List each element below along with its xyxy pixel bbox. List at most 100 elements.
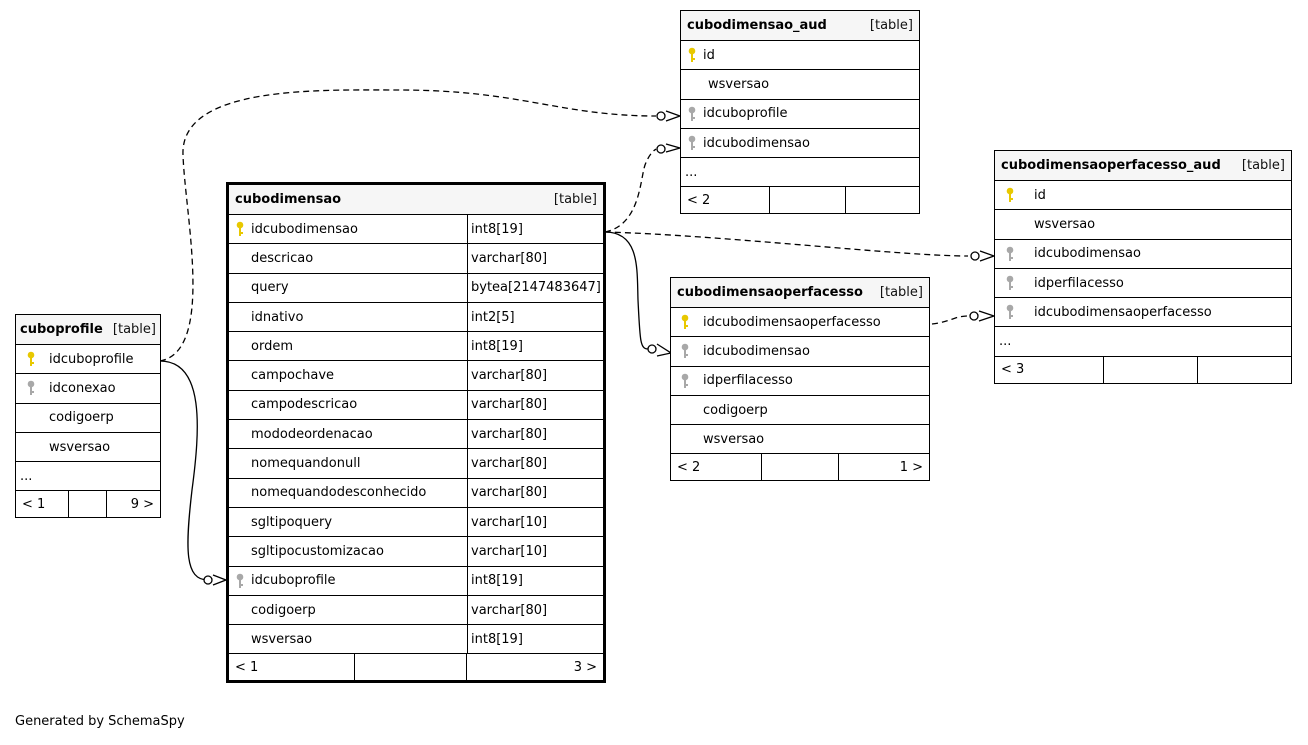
column-row: idcuboprofile xyxy=(16,345,160,375)
foreign-key-icon xyxy=(995,275,1025,291)
table-footer: < 2 xyxy=(681,187,919,214)
column-name: idnativo xyxy=(251,309,304,325)
row-count xyxy=(762,454,839,481)
column-row: idcubodimensao xyxy=(995,240,1291,269)
column-row: wsversao xyxy=(16,433,160,463)
column-type: varchar[80] xyxy=(467,420,603,449)
table-tag: [table] xyxy=(879,285,923,300)
column-row: idcuboprofile xyxy=(681,100,919,129)
column-name: idcubodimensaoperfacesso xyxy=(703,314,881,330)
column-row: query bytea[2147483647] xyxy=(229,273,603,303)
child-count: 9 > xyxy=(130,496,154,512)
table-footer: < 1 9 > xyxy=(16,491,160,518)
row-count xyxy=(69,491,107,518)
column-name: ordem xyxy=(251,338,293,354)
column-row: ... xyxy=(681,158,919,188)
primary-key-icon xyxy=(995,187,1025,203)
column-type: bytea[2147483647] xyxy=(467,273,603,302)
column-name: idcubodimensao xyxy=(703,343,810,359)
column-name: query xyxy=(251,280,289,296)
table-header: cubodimensao [table] xyxy=(229,185,603,215)
table-name: cubodimensaoperfacesso xyxy=(677,285,863,300)
column-row: idperfilacesso xyxy=(671,367,929,396)
column-name: mododeordenacao xyxy=(251,426,373,442)
column-row: mododeordenacao varchar[80] xyxy=(229,420,603,450)
column-name: wsversao xyxy=(1034,216,1096,232)
column-name: idcubodimensao xyxy=(251,221,358,237)
column-name: campochave xyxy=(251,368,335,384)
table-tag: [table] xyxy=(1241,158,1285,173)
column-name: codigoerp xyxy=(703,402,768,418)
column-row: ... xyxy=(995,327,1291,357)
foreign-key-icon xyxy=(671,373,699,389)
column-name: nomequandonull xyxy=(251,456,361,472)
column-row: wsversao xyxy=(671,425,929,455)
table-cuboprofile[interactable]: cuboprofile [table] idcuboprofile idcone… xyxy=(15,314,161,519)
parent-count: < 1 xyxy=(229,654,355,681)
column-row: wsversao xyxy=(995,210,1291,240)
child-count xyxy=(846,187,919,213)
more-columns: ... xyxy=(20,468,33,484)
foreign-key-icon xyxy=(16,380,46,396)
table-name: cuboprofile xyxy=(20,322,103,337)
column-name: id xyxy=(703,47,715,63)
link-perfacesso-perfacesso-aud xyxy=(931,315,969,325)
table-header: cubodimensao_aud [table] xyxy=(681,11,919,41)
foreign-key-icon xyxy=(681,106,703,122)
column-name: idcuboprofile xyxy=(703,106,788,122)
table-cubodimensao[interactable]: cubodimensao [table] idcubodimensao int8[… xyxy=(226,182,606,684)
column-name: wsversao xyxy=(251,631,313,647)
link-cubodimensao-perfacesso-aud xyxy=(604,231,969,257)
row-count xyxy=(1104,356,1198,383)
primary-key-icon xyxy=(229,221,251,237)
table-header: cubodimensaoperfacesso_aud [table] xyxy=(995,151,1291,181)
foreign-key-icon xyxy=(681,135,703,151)
table-footer: < 3 xyxy=(995,356,1291,383)
column-type: int8[19] xyxy=(467,625,603,654)
column-row: nomequandonull varchar[80] xyxy=(229,449,603,479)
column-name: idcubodimensao xyxy=(703,135,810,151)
column-name: idcubodimensaoperfacesso xyxy=(1034,304,1212,320)
child-count: 3 > xyxy=(573,659,597,675)
row-count xyxy=(770,187,846,214)
column-name: codigoerp xyxy=(49,410,114,426)
parent-count: < 3 xyxy=(995,356,1104,383)
column-name: sgltipocustomizacao xyxy=(251,543,384,559)
column-row: codigoerp xyxy=(671,396,929,426)
column-name: descricao xyxy=(251,250,314,266)
table-tag: [table] xyxy=(553,192,597,207)
table-header: cubodimensaoperfacesso [table] xyxy=(671,278,929,308)
table-tag: [table] xyxy=(112,322,156,337)
link-cubodimensao-cubodimensao-aud xyxy=(604,148,657,233)
column-name: idperfilacesso xyxy=(703,373,793,389)
column-row: ... xyxy=(16,462,160,492)
table-footer: < 2 1 > xyxy=(671,454,929,481)
column-name: nomequandodesconhecido xyxy=(251,485,427,501)
parent-count: < 1 xyxy=(16,491,69,518)
column-type: int2[5] xyxy=(467,302,603,332)
column-type: varchar[80] xyxy=(467,244,603,273)
column-type: varchar[80] xyxy=(467,449,603,478)
table-cubodimensao-aud[interactable]: cubodimensao_aud [table] id wsversao idc… xyxy=(680,10,920,215)
column-row: idcubodimensaoperfacesso xyxy=(671,308,929,338)
column-row: idcubodimensao int8[19] xyxy=(229,215,603,245)
primary-key-icon xyxy=(681,47,703,63)
column-type: int8[19] xyxy=(467,566,603,595)
table-cubodimensaoperfacesso[interactable]: cubodimensaoperfacesso [table] idcubodim… xyxy=(670,277,930,482)
column-row: idconexao xyxy=(16,374,160,404)
table-cubodimensaoperfacesso-aud[interactable]: cubodimensaoperfacesso_aud [table] id ws… xyxy=(994,150,1292,384)
child-count xyxy=(1198,357,1291,383)
foreign-key-icon xyxy=(229,573,251,589)
column-name: idconexao xyxy=(49,380,116,396)
child-count: 1 > xyxy=(899,459,923,475)
column-name: wsversao xyxy=(49,439,111,455)
column-type: int8[19] xyxy=(467,215,603,244)
table-tag: [table] xyxy=(869,18,913,33)
foreign-key-icon xyxy=(995,246,1025,262)
